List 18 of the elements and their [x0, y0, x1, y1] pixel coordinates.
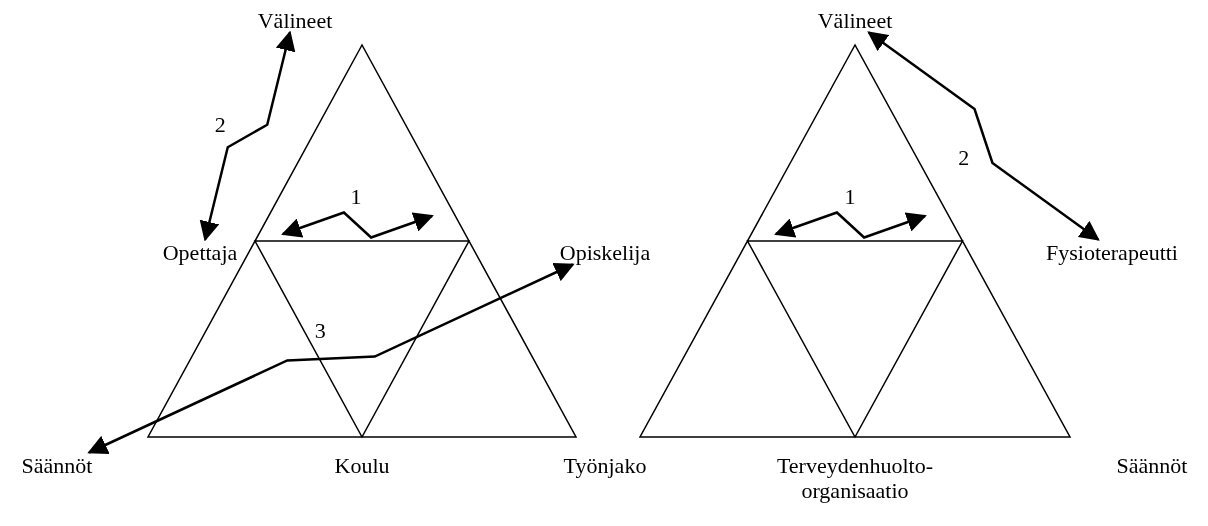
vertex-label: Terveydenhuolto-organisaatio — [770, 453, 940, 503]
lightning-arrow — [87, 263, 575, 454]
edge-label: 2 — [958, 146, 970, 169]
callout-number: 1 — [844, 186, 856, 208]
lightning-arrow — [199, 30, 296, 242]
edge-label: 2 — [214, 113, 226, 136]
callout-number: 1 — [350, 186, 362, 208]
vertex-label: Fysioterapeutti — [1046, 239, 1178, 265]
lightning-arrow — [867, 31, 1100, 241]
vertex-label: Koulu — [334, 452, 390, 478]
edge-label: 3 — [314, 320, 326, 343]
vertex-label: Opiskelija — [559, 239, 651, 265]
vertex-label: Työnjako — [563, 452, 647, 478]
vertex-label: Välineet — [817, 7, 893, 33]
vertex-label: Säännöt — [1116, 452, 1188, 478]
vertex-label: Opettaja — [162, 239, 238, 265]
vertex-label: Välineet — [257, 7, 333, 33]
vertex-label: Säännöt — [21, 452, 93, 478]
